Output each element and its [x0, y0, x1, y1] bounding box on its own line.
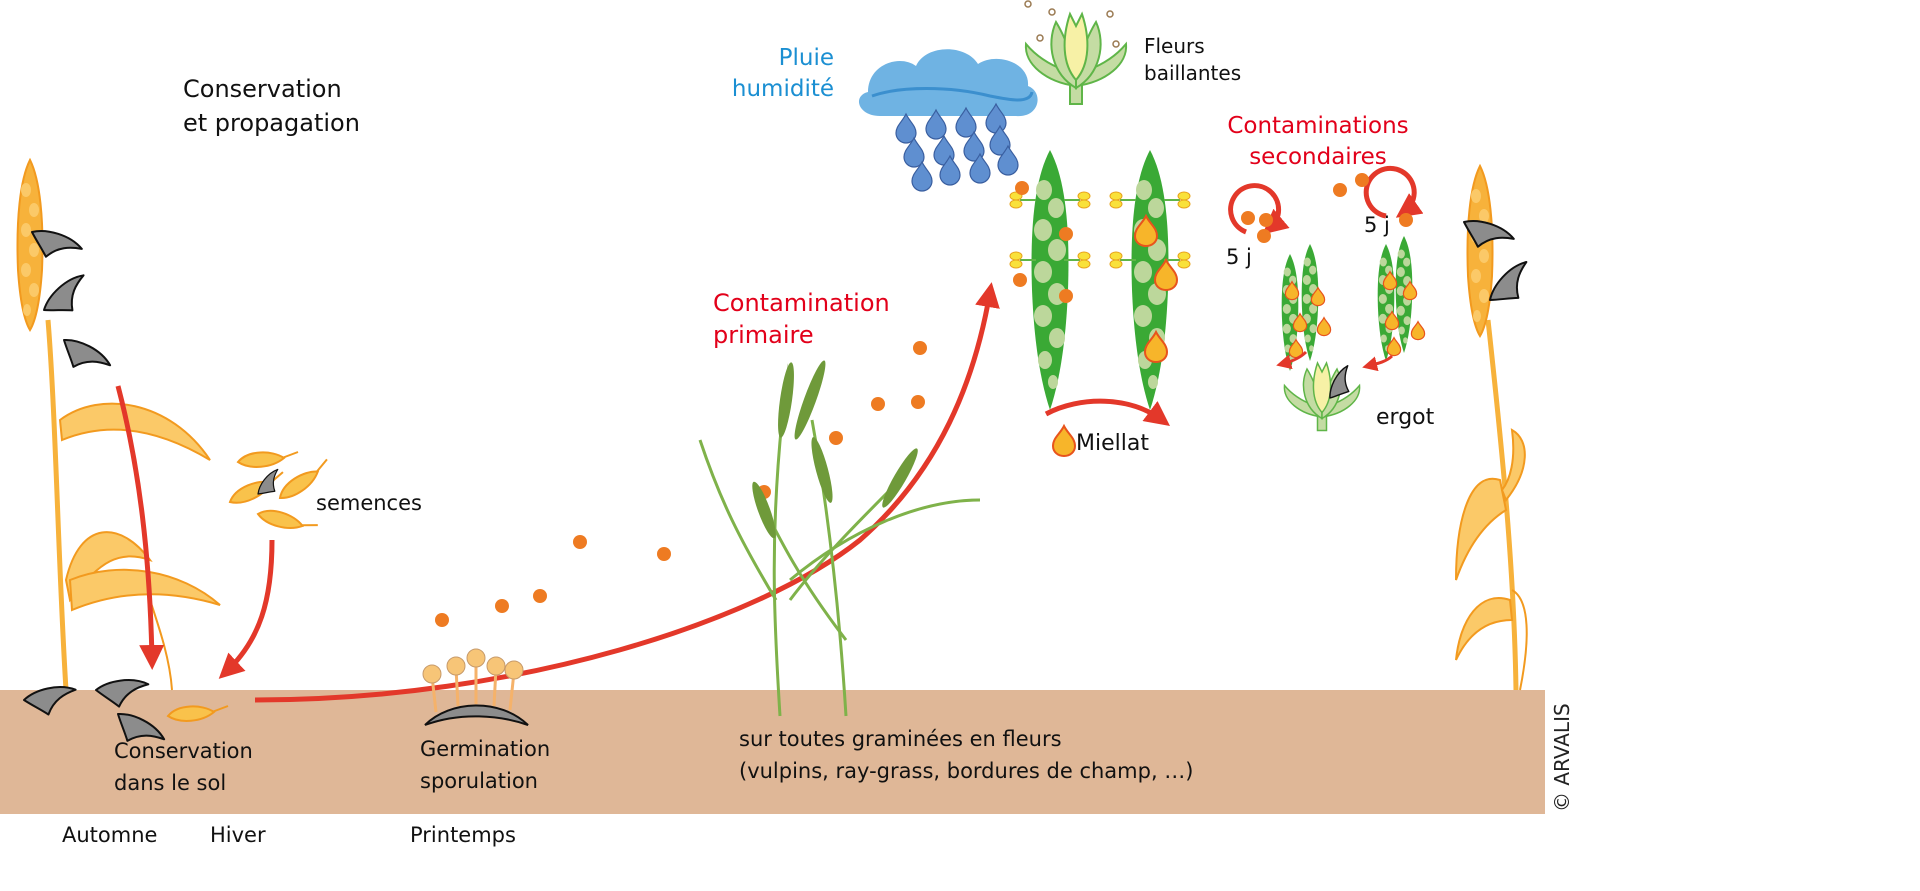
ergot-flower-icon: [1283, 362, 1361, 432]
soil-band: [0, 690, 1545, 814]
label-line: et propagation: [183, 109, 360, 137]
sclerotium-icon: [40, 267, 96, 326]
season-automne: Automne: [62, 823, 158, 847]
label-line: Fleurs: [1144, 34, 1205, 58]
fall-arrow: [115, 385, 165, 670]
stroma-icon: [422, 648, 529, 726]
season-hiver: Hiver: [210, 823, 266, 847]
spores: [435, 341, 927, 627]
label-line: Contaminations: [1227, 113, 1409, 139]
semences-label: semences: [316, 491, 422, 515]
label-line: Pluie: [778, 45, 834, 71]
fleurs-baillantes-label: Fleurs baillantes: [1144, 34, 1241, 86]
label-line: sporulation: [420, 769, 538, 794]
sclerotium-icon: [55, 335, 115, 380]
label-line: dans le sol: [114, 771, 227, 796]
miellat-label: Miellat: [1076, 431, 1149, 456]
contamination-primaire-label: Contamination primaire: [713, 288, 890, 350]
label-line: secondaires: [1249, 143, 1387, 170]
label-line: Conservation: [183, 75, 342, 103]
infected-spike-icon: [1009, 150, 1091, 410]
sclerotium-icon: [1486, 254, 1539, 314]
label-line: Germination: [420, 737, 551, 761]
label-line: Contamination: [713, 289, 890, 317]
cycle-left-label: 5 j: [1226, 245, 1252, 269]
season-printemps: Printemps: [410, 823, 516, 847]
wheat-plant-left-icon: [16, 159, 221, 691]
label-line: baillantes: [1144, 61, 1242, 85]
cycle-arrow-icon: [1228, 165, 1424, 235]
primary-contamination-arrow: [254, 282, 1000, 703]
conservation-sol-label: Conservation dans le sol: [114, 738, 253, 797]
secondary-arrow-right: [1362, 354, 1394, 372]
secondary-spores: [1241, 173, 1413, 243]
honeydew-drop-icon: [1052, 425, 1076, 457]
graminees-label: sur toutes graminées en fleurs (vulpins,…: [739, 726, 1194, 785]
secondary-arrow-left: [1276, 350, 1308, 370]
label-line: sur toutes graminées en fleurs: [739, 727, 1062, 751]
cycle-right-label: 5 j: [1364, 213, 1390, 237]
label-line: humidité: [731, 75, 834, 102]
secondary-spikes-left: [1281, 244, 1332, 371]
ergot-label: ergot: [1376, 405, 1435, 430]
conservation-propagation-label: Conservation et propagation: [183, 74, 360, 138]
label-line: Conservation: [114, 739, 253, 763]
label-line: primaire: [713, 321, 814, 349]
open-flower-icon: [1024, 0, 1128, 105]
copyright-label: © ARVALIS: [1550, 703, 1574, 812]
sowing-arrow: [218, 539, 275, 679]
infected-spike-icon: [1109, 150, 1191, 410]
label-line: (vulpins, ray-grass, bordures de champ, …: [739, 759, 1194, 784]
secondary-spikes-right: [1377, 236, 1426, 361]
rain-cloud-icon: [858, 49, 1038, 192]
pluie-humidite-label: Pluie humidité: [730, 44, 834, 104]
grass-spikes-icon: [752, 360, 918, 539]
wheat-plant-right-icon: [1455, 165, 1528, 691]
grass-icon: [698, 419, 981, 717]
contaminations-secondaires-label: Contaminations secondaires: [1220, 112, 1416, 172]
honeydew-arrow: [1044, 398, 1171, 426]
germination-label: Germination sporulation: [420, 736, 550, 795]
